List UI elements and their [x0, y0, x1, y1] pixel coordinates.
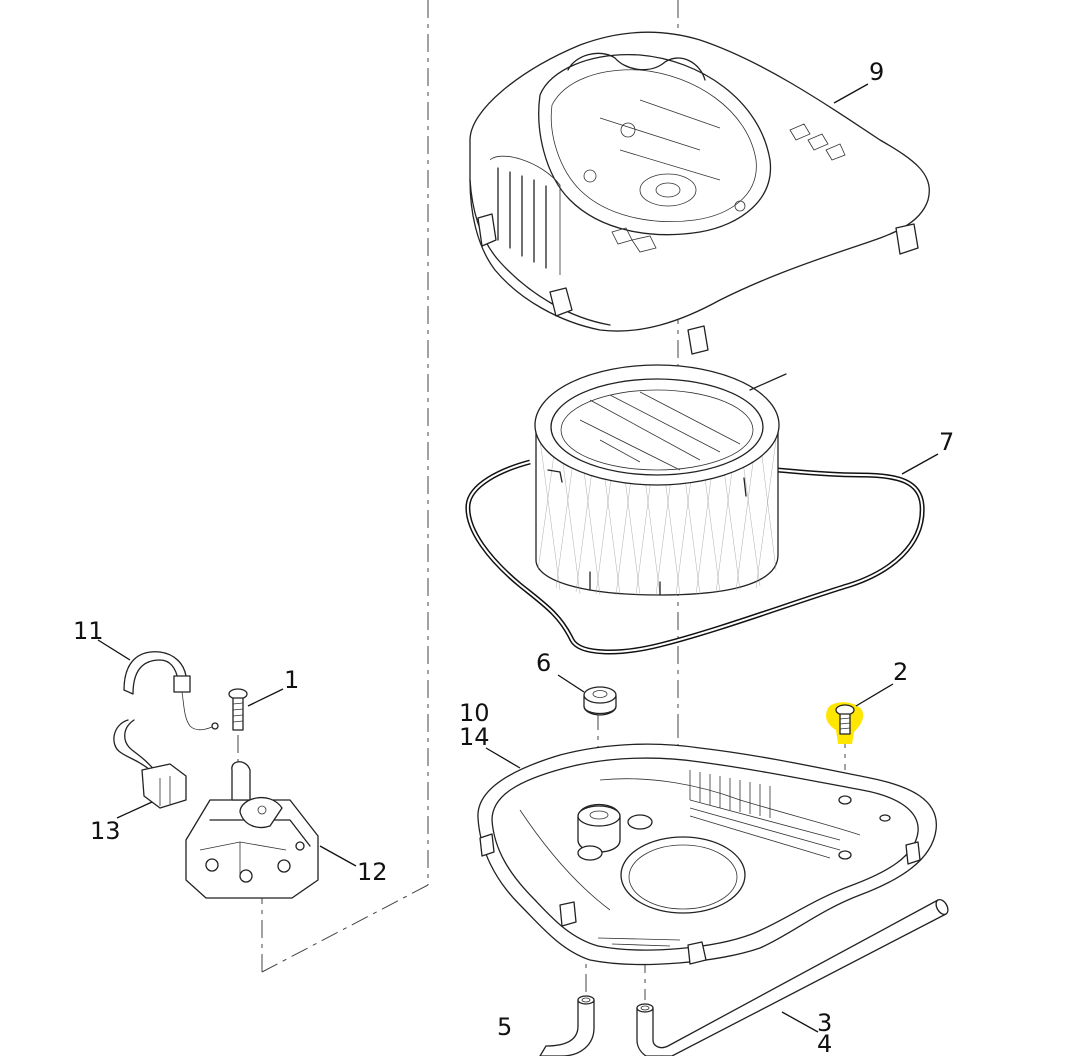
callout-3: 3 [817, 1009, 832, 1037]
part-gasket [465, 459, 925, 655]
callout-labels: 9 7 2 6 10 14 1 11 13 12 5 3 4 [73, 58, 954, 1058]
callout-4: 4 [817, 1030, 832, 1056]
leader-lines [97, 83, 939, 1033]
callout-9: 9 [869, 58, 884, 86]
callout-7: 7 [939, 428, 954, 456]
callout-1: 1 [284, 666, 299, 694]
part-screw-left [228, 688, 248, 731]
part-grommet [583, 686, 617, 716]
callout-10: 10 [459, 699, 490, 727]
callout-6: 6 [536, 649, 551, 677]
part-filter-element [534, 364, 787, 596]
part-sensor-hose [123, 651, 219, 731]
part-connector-harness [113, 719, 187, 809]
part-screw-highlighted [826, 702, 864, 744]
callout-13: 13 [90, 817, 121, 845]
part-air-cleaner-cover [469, 31, 930, 355]
callout-11: 11 [73, 617, 104, 645]
callout-2: 2 [893, 658, 908, 686]
callout-5: 5 [497, 1013, 512, 1041]
part-air-cleaner-base [477, 743, 937, 966]
callout-12: 12 [357, 858, 388, 886]
callout-14: 14 [459, 723, 490, 751]
part-actuator [185, 761, 319, 899]
